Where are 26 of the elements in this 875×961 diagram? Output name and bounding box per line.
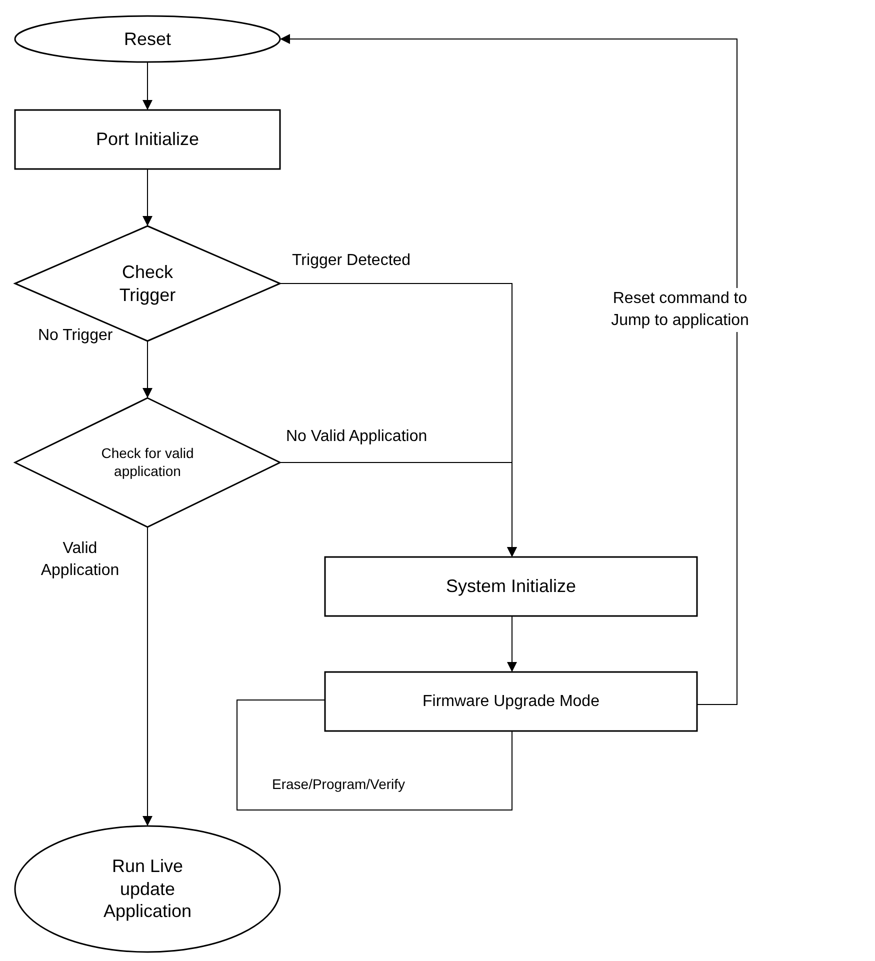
process-box xyxy=(324,556,698,617)
terminal-ellipse xyxy=(14,15,281,63)
arrow xyxy=(142,340,152,398)
process-box xyxy=(14,109,281,170)
arrow xyxy=(280,34,738,705)
arrow xyxy=(142,62,152,110)
node-label: Port Initialize xyxy=(96,128,200,151)
arrow xyxy=(142,526,152,826)
edge-label: No Trigger xyxy=(38,326,114,346)
arrow xyxy=(142,168,152,226)
node-label: Run Live update Application xyxy=(102,855,193,923)
node-label: Reset xyxy=(124,28,172,50)
process-box xyxy=(324,671,698,732)
edge-label: Trigger Detected xyxy=(292,251,412,271)
decision-diamond xyxy=(13,397,282,528)
terminal-ellipse xyxy=(14,825,281,953)
edge-label: Valid Application xyxy=(40,539,120,581)
decision-diamond xyxy=(13,225,282,342)
node-label: System Initialize xyxy=(446,575,576,598)
node-label: Check for valid application xyxy=(100,445,195,480)
arrow xyxy=(280,462,517,558)
node-label: Firmware Upgrade Mode xyxy=(422,692,600,712)
node-label: Check Trigger xyxy=(118,261,177,306)
edge-label: Erase/Program/Verify xyxy=(272,775,406,794)
edge-label: No Valid Application xyxy=(286,427,428,447)
arrow xyxy=(507,616,517,672)
